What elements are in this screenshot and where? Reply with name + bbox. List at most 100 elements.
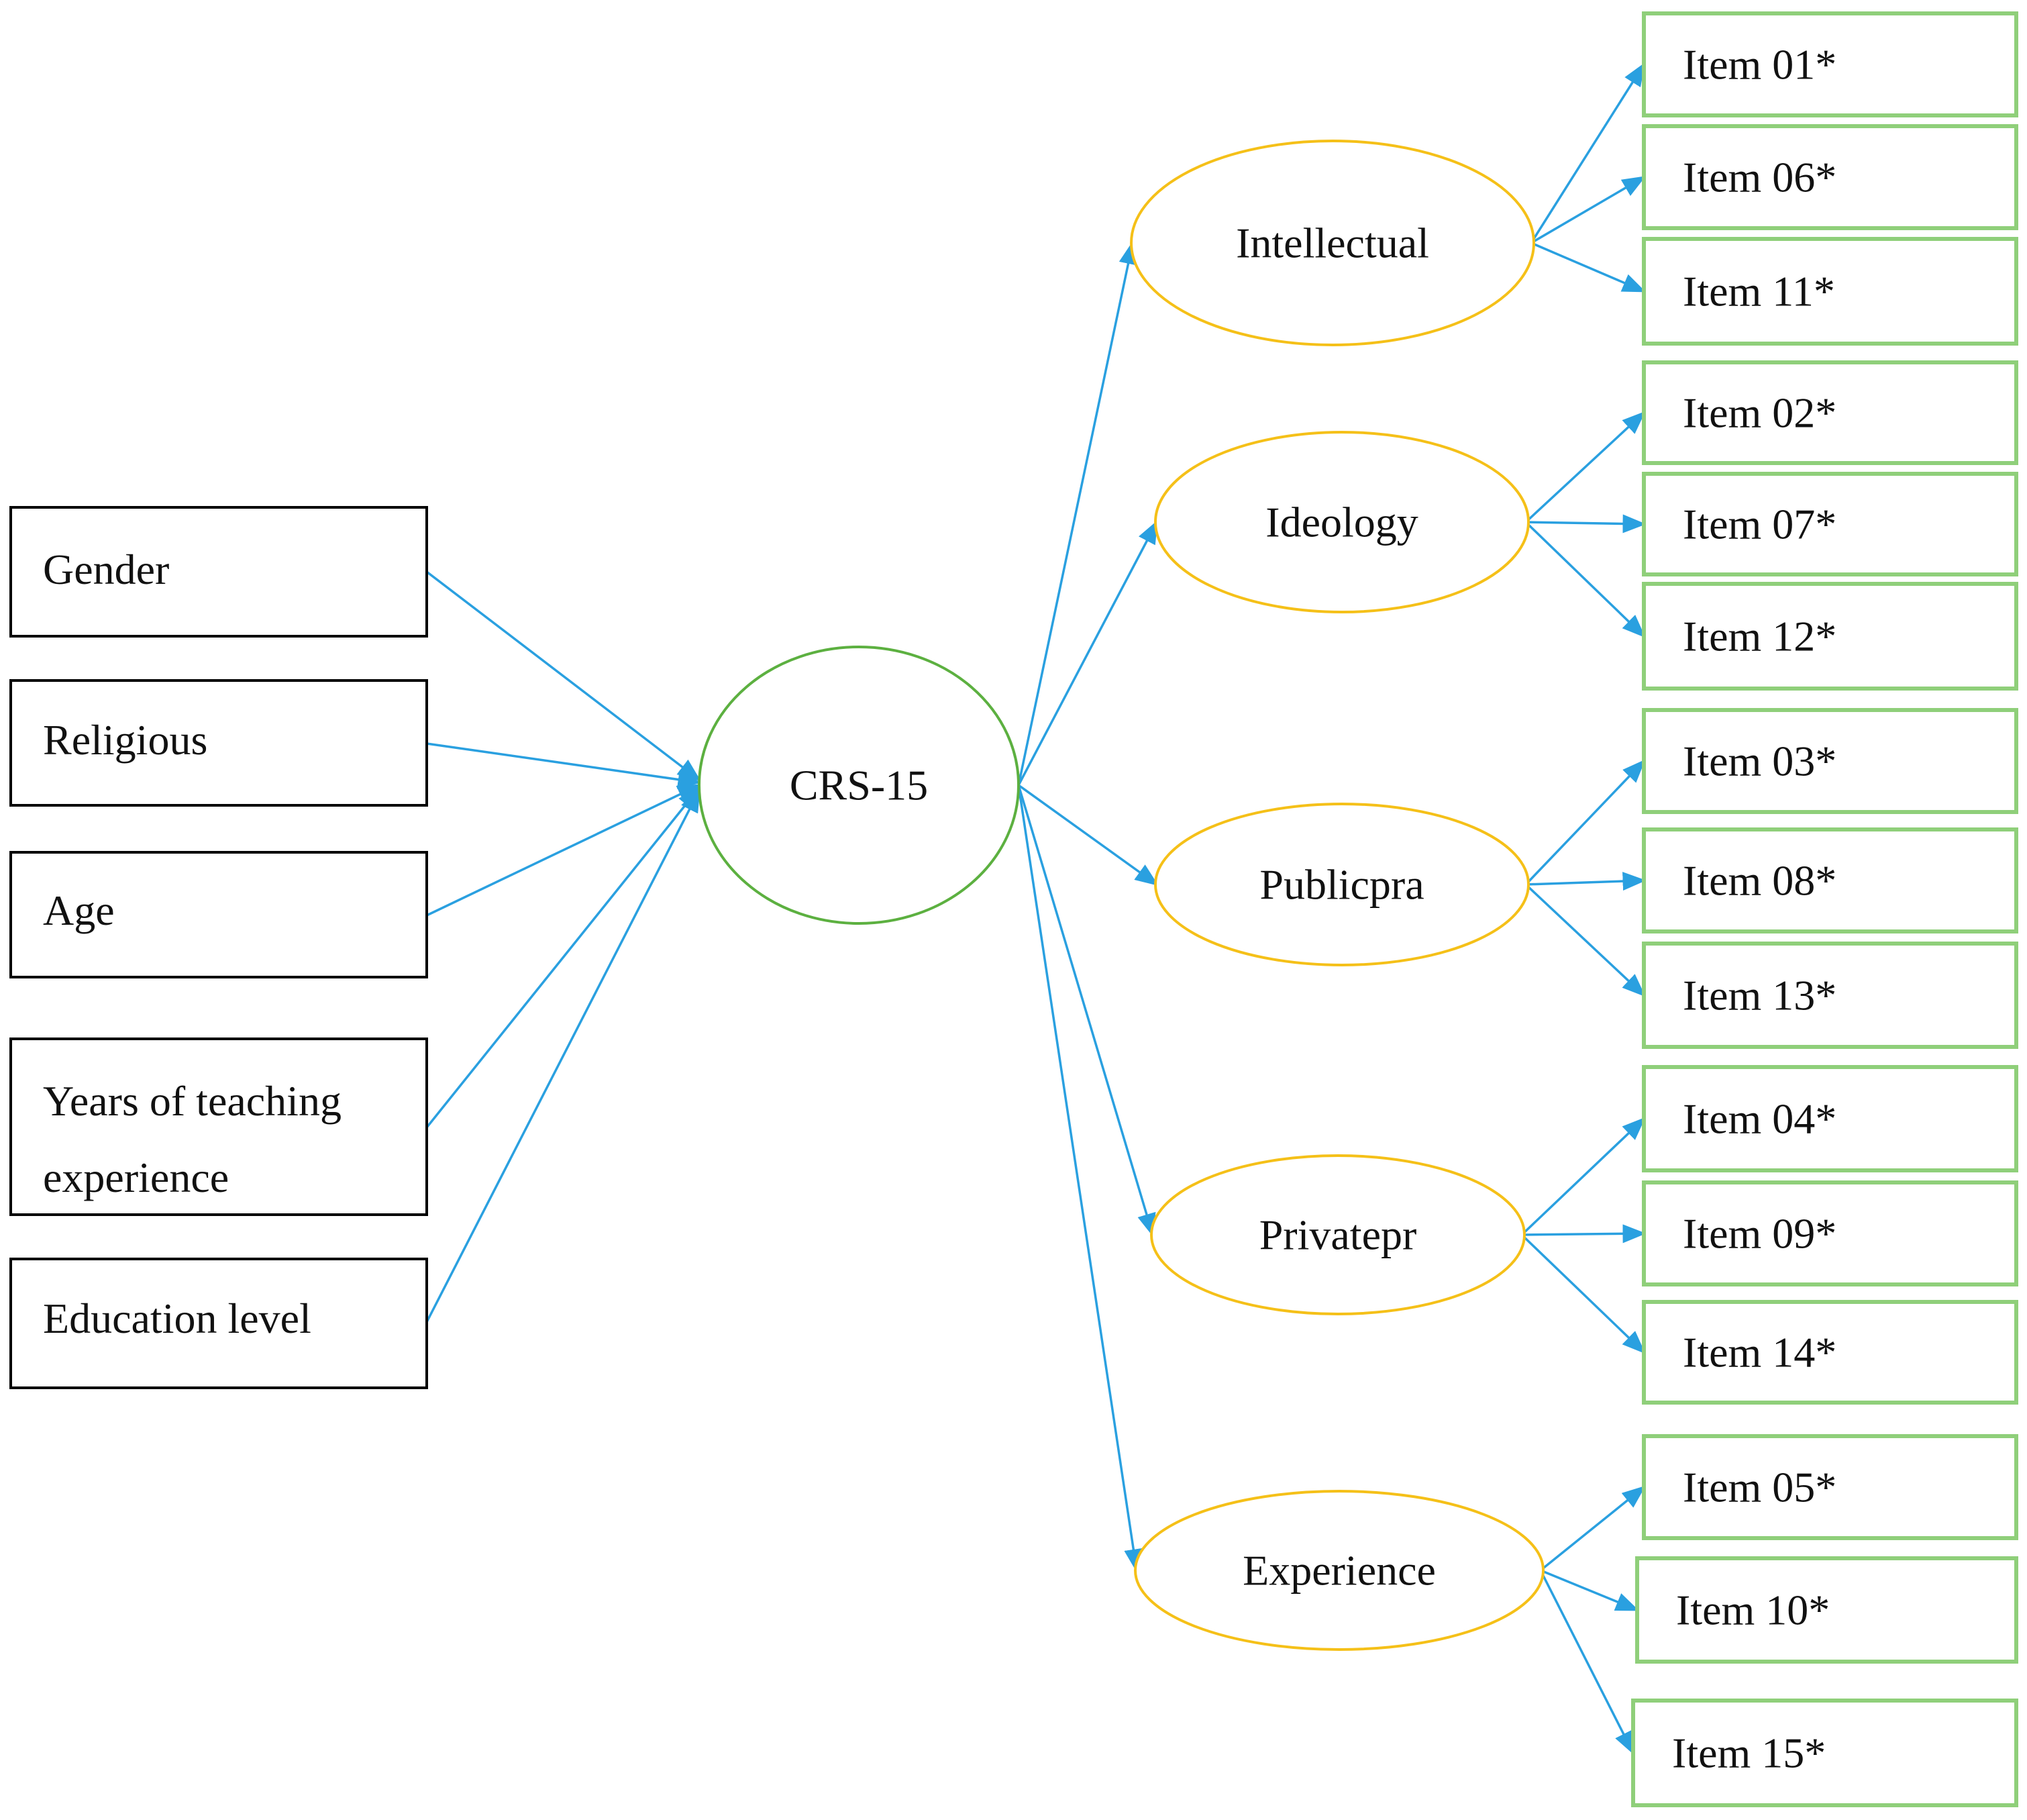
item-arrow	[1525, 514, 1647, 534]
item-label: Item 12*	[1683, 613, 1836, 660]
item-arrow	[1524, 411, 1646, 523]
factor-ideology: Ideology	[1154, 431, 1530, 613]
predictor-education-level: Education level	[9, 1258, 428, 1389]
factor-label: Publicpra	[1259, 861, 1424, 909]
center-construct-crs-15: CRS-15	[698, 646, 1020, 925]
item-arrow	[1530, 176, 1647, 244]
item-label: Item 05*	[1683, 1464, 1836, 1511]
item-09: Item 09*	[1642, 1180, 2018, 1286]
item-box	[1642, 124, 2018, 230]
item-04: Item 04*	[1642, 1065, 2018, 1172]
item-01: Item 01*	[1642, 11, 2018, 117]
predictor-label: Education level	[43, 1295, 311, 1342]
item-label: Item 03*	[1683, 738, 1836, 785]
loading-arrow	[1017, 240, 1138, 786]
item-arrow	[1520, 1117, 1646, 1236]
item-arrow	[1521, 1224, 1647, 1244]
item-arrow	[1530, 242, 1647, 293]
item-02: Item 02*	[1642, 360, 2018, 465]
predictor-arrow	[426, 742, 702, 789]
item-label: Item 11*	[1683, 268, 1835, 315]
predictor-arrow	[426, 784, 702, 917]
item-arrow	[1520, 1233, 1646, 1354]
factor-experience: Experience	[1134, 1490, 1545, 1651]
item-10: Item 10*	[1635, 1556, 2018, 1664]
item-box	[1642, 472, 2018, 576]
factor-label: Experience	[1243, 1547, 1436, 1595]
loading-arrow	[1017, 785, 1143, 1573]
item-arrow	[1539, 1570, 1634, 1756]
factor-ellipse	[1130, 140, 1535, 346]
item-box	[1631, 1699, 2018, 1807]
item-box	[1642, 1300, 2018, 1405]
item-08: Item 08*	[1642, 827, 2018, 933]
loading-arrow	[1017, 785, 1156, 1237]
item-label: Item 10*	[1676, 1586, 1830, 1634]
item-14: Item 14*	[1642, 1300, 2018, 1405]
loading-arrow	[1017, 519, 1158, 786]
item-box	[1642, 827, 2018, 933]
item-13: Item 13*	[1642, 942, 2018, 1049]
item-label: Item 09*	[1683, 1210, 1836, 1258]
factor-ellipse	[1154, 803, 1530, 966]
predictor-arrow	[425, 786, 701, 1129]
factor-privatepr: Privatepr	[1150, 1154, 1526, 1315]
factor-ellipse	[1154, 431, 1530, 613]
item-box	[1642, 942, 2018, 1049]
item-05: Item 05*	[1642, 1434, 2018, 1540]
item-arrow	[1540, 1569, 1640, 1611]
item-15: Item 15*	[1631, 1699, 2018, 1807]
factor-layer: Intellectual Item 01* Item 06* Item 11* Ideo…	[1130, 11, 2018, 1807]
predictor-arrow	[425, 570, 701, 782]
item-label: Item 07*	[1683, 501, 1836, 548]
item-03: Item 03*	[1642, 708, 2018, 814]
item-label: Item 14*	[1683, 1329, 1836, 1376]
predictor-gender: Gender	[9, 506, 428, 638]
item-box	[1642, 237, 2018, 346]
predictor-religious: Religious	[9, 679, 428, 807]
factor-label: Privatepr	[1259, 1211, 1417, 1259]
item-box	[1642, 1180, 2018, 1286]
item-label: Item 02*	[1683, 389, 1836, 437]
item-07: Item 07*	[1642, 472, 2018, 576]
item-box	[1642, 582, 2018, 691]
item-arrow	[1524, 521, 1646, 638]
item-12: Item 12*	[1642, 582, 2018, 691]
predictor-label-line-1: Years of teaching	[43, 1077, 342, 1125]
item-box	[1642, 1434, 2018, 1540]
item-arrow	[1539, 1485, 1646, 1572]
item-06: Item 06*	[1642, 124, 2018, 230]
item-arrow	[1525, 872, 1647, 891]
item-label: Item 08*	[1683, 857, 1836, 905]
item-label: Item 13*	[1683, 972, 1836, 1019]
predictor-arrow	[425, 788, 700, 1323]
item-label: Item 15*	[1672, 1729, 1826, 1777]
item-label: Item 04*	[1683, 1095, 1836, 1143]
item-label: Item 06*	[1683, 154, 1836, 201]
item-box	[1635, 1556, 2018, 1664]
path-arrows	[425, 62, 1647, 1756]
loading-arrow	[1017, 784, 1159, 887]
item-box	[1642, 708, 2018, 814]
item-box	[1642, 360, 2018, 465]
factor-label: Ideology	[1265, 499, 1418, 546]
predictor-label: Gender	[43, 546, 169, 593]
factor-intellectual: Intellectual	[1130, 140, 1535, 346]
factor-publicpra: Publicpra	[1154, 803, 1530, 966]
item-arrow	[1524, 759, 1646, 886]
item-box	[1642, 11, 2018, 117]
predictor-label: Religious	[43, 716, 207, 764]
predictor-label-line-2: experience	[43, 1154, 229, 1201]
item-box	[1642, 1065, 2018, 1172]
factor-ellipse	[1134, 1490, 1545, 1651]
center-label: CRS-15	[790, 762, 928, 809]
item-arrow	[1524, 883, 1646, 997]
item-arrow	[1530, 62, 1645, 244]
predictor-age: Age	[9, 851, 428, 978]
item-11: Item 11*	[1642, 237, 2018, 346]
predictor-label: Age	[43, 887, 115, 934]
factor-ellipse	[1150, 1154, 1526, 1315]
factor-label: Intellectual	[1236, 219, 1429, 267]
item-label: Item 01*	[1683, 41, 1836, 89]
